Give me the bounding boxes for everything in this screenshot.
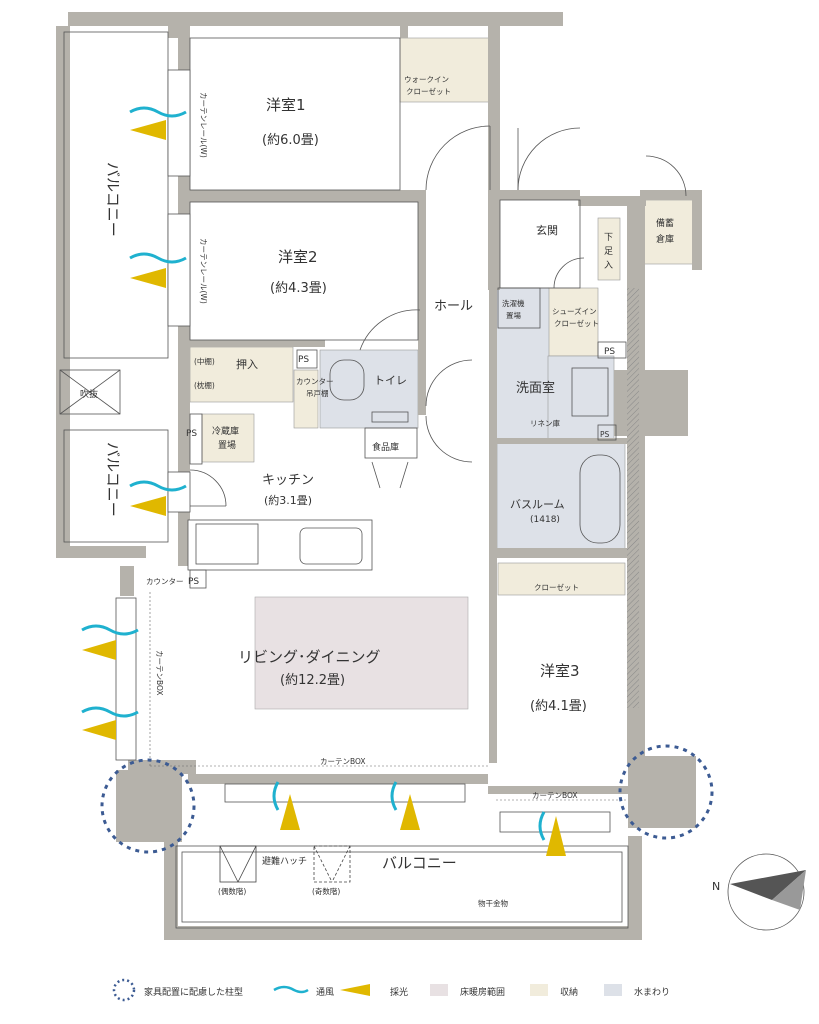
sic-line1: シューズイン [552,306,597,316]
room-kitchen-name: キッチン [262,473,314,488]
curtain-rail-1: カーテンレール(W) [199,92,208,158]
room-bath-name: バスルーム [510,498,565,511]
geta-2: 足 [604,246,613,257]
wind-icon [273,985,309,994]
walls [56,12,702,940]
storage-areas [189,37,696,596]
floor-heating-area [254,596,469,710]
curtain-box-vertical: カーテンBOX [155,650,164,696]
legend: 家具配置に配慮した柱型 通風 採光 床暖房範囲 収納 水まわり [112,978,670,1002]
geta-3: 入 [604,260,613,271]
hatch-odd: (奇数階) [312,886,340,896]
storage-line2: 倉庫 [656,233,674,245]
legend-label-water: 水まわり [634,986,670,998]
floor-heating-swatch [430,984,448,996]
legend-label-column: 家具配置に配慮した柱型 [144,986,243,998]
storage-swatch [530,984,548,996]
room-toilet: トイレ [374,374,407,387]
ps-label-2: PS [186,429,197,439]
room-entrance: 玄関 [536,223,558,237]
light-icon [82,120,566,856]
dotted-circle-icon [112,978,136,1002]
geta-1: 下 [604,233,613,243]
compass-north-label: N [712,880,720,893]
balcony-bottom: バルコニー [382,854,457,872]
wic-line2: クローゼット [406,86,451,96]
wic-line1: ウォークイン [404,75,449,84]
washer-line1: 洗濯機 [502,298,525,308]
nakadana: (中棚) [194,356,215,366]
room-bath-size: (1418) [530,515,560,525]
hatch-even: (偶数階) [218,886,246,896]
room-western1-area: (約6.0畳) [262,133,319,148]
storage-line1: 備蓄 [656,217,674,229]
room-western2-area: (約4.3畳) [270,281,327,296]
fukinuke: 吹抜 [80,388,98,400]
water-swatch [604,984,622,996]
doors [189,125,687,507]
wind-light-symbols [81,106,566,856]
light-icon [340,984,370,996]
counter-kitchen: カウンター [146,577,184,586]
balcony-mid: バルコニー [104,442,122,517]
curtain-box-room3: カーテンBOX [532,791,578,800]
room-hall: ホール [434,299,473,314]
monohoshi: 物干金物 [478,898,508,908]
legend-label-wind: 通風 [316,987,334,998]
linen: リネン庫 [530,418,560,428]
tsuridana: 吊戸棚 [306,388,329,398]
counter-toilet: カウンター [296,377,334,386]
legend-label-storage: 収納 [560,986,578,998]
room-wash: 洗面室 [516,380,555,396]
curtain-rail-2: カーテンレール(W) [199,238,208,304]
room-kitchen-area: (約3.1畳) [264,493,312,507]
hatch-label: 避難ハッチ [262,855,307,867]
balcony-top: バルコニー [104,162,122,237]
hatched-wall-entrance [627,288,639,708]
water-areas [319,287,626,551]
room-pantry: 食品庫 [372,441,399,453]
room-western3-area: (約4.1畳) [530,699,587,714]
evacuation-hatch [219,845,351,883]
ps-label-3: PS [188,577,199,587]
windows [115,69,611,833]
room-western1-name: 洋室1 [266,96,306,114]
compass: N [712,853,806,931]
makuradana: (枕棚) [194,380,215,390]
room-western2-name: 洋室2 [278,248,318,266]
room-western3-name: 洋室3 [540,662,580,680]
legend-label-light: 採光 [390,986,408,998]
fridge-line2: 置場 [218,439,236,451]
washer-line2: 置場 [506,310,521,320]
ps-label-5: PS [600,430,610,439]
ps-label-1: PS [298,355,309,365]
oshiire: 押入 [236,357,258,371]
closet-room3: クローゼット [534,582,579,592]
fridge-line1: 冷蔵庫 [212,425,239,437]
room-ldk-area: (約12.2畳) [280,673,345,688]
ps-label-4: PS [604,347,615,357]
sic-line2: クローゼット [554,318,599,328]
column-markers [100,744,714,854]
curtain-box-horizontal: カーテンBOX [320,757,366,766]
legend-label-floor-heating: 床暖房範囲 [460,986,505,998]
wind-icon [81,106,546,841]
curtain-lines [149,592,627,801]
room-ldk-name: リビング･ダイニング [238,648,381,666]
